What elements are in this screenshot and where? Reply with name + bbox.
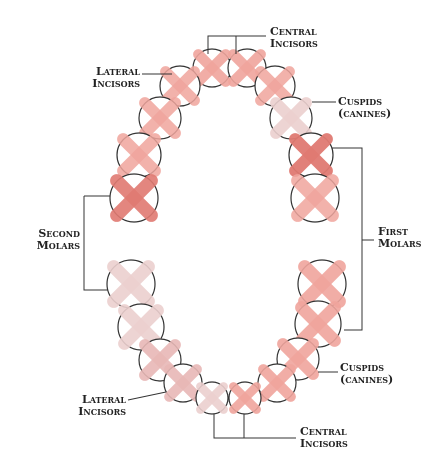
lower-second-molar-left	[106, 259, 156, 309]
lower-cuspid-left	[163, 363, 203, 403]
upper-first-premolar-right	[288, 132, 334, 178]
upper-cuspids-label: Cuspids(canines)	[338, 95, 392, 120]
upper-cuspid-right	[269, 96, 313, 140]
lower-first-molar-right-2	[294, 300, 342, 348]
upper-second-molar-left	[109, 173, 159, 223]
lower-central-bracket	[213, 414, 296, 439]
upper-cuspid-left	[138, 96, 182, 140]
lower-lateral-leader	[127, 391, 167, 401]
lower-cuspids-label: Cuspids(canines)	[340, 361, 394, 386]
upper-lateral-incisor-left	[159, 65, 201, 107]
lower-central-incisor-left	[195, 381, 229, 415]
upper-first-premolar-left	[116, 132, 162, 178]
upper-lateral-incisor-right	[254, 65, 296, 107]
lower-cuspid-right	[257, 363, 297, 403]
upper-central-incisor-left	[192, 48, 232, 88]
second-molars-bracket	[83, 196, 108, 291]
lower-central-incisor-right	[228, 381, 262, 415]
first-molars-bracket	[332, 147, 363, 331]
lower-first-molar-right	[297, 259, 347, 309]
upper-first-molar-right	[290, 173, 340, 223]
upper-central-bracket	[207, 35, 266, 54]
lower-first-molar-left	[117, 303, 165, 351]
leader-lines	[83, 35, 374, 439]
